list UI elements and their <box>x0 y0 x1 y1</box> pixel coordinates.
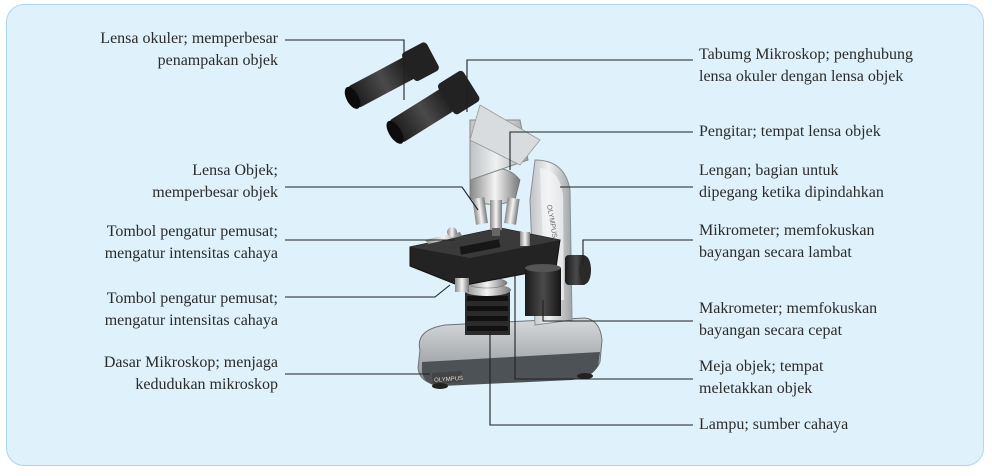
label-line: Tombol pengatur pemusat; <box>105 221 278 243</box>
leader-meja <box>515 270 693 379</box>
leader-tombol-2 <box>285 285 450 297</box>
leader-pengitar <box>510 132 693 170</box>
label-line: bayangan secara lambat <box>699 242 875 264</box>
label-line: dipegang ketika dipindahkan <box>699 182 884 204</box>
label-line: penampakan objek <box>100 50 278 72</box>
label-line: Meja objek; tempat <box>699 356 823 378</box>
label-line: Dasar Mikroskop; menjaga <box>104 352 278 374</box>
label-line: Lampu; sumber cahaya <box>699 414 848 436</box>
label-line: Tombol pengatur pemusat; <box>105 288 278 310</box>
label-lampu: Lampu; sumber cahaya <box>699 414 848 436</box>
label-makrometer: Makrometer; memfokuskan bayangan secara … <box>699 298 877 342</box>
label-line: Lensa Objek; <box>152 160 278 182</box>
label-line: Tabumg Mikroskop; penghubung <box>699 44 913 66</box>
label-line: Mikrometer; memfokuskan <box>699 220 875 242</box>
label-tabung-mikroskop: Tabumg Mikroskop; penghubung lensa okule… <box>699 44 913 88</box>
label-mikrometer: Mikrometer; memfokuskan bayangan secara … <box>699 220 875 264</box>
label-tombol-pengatur-1: Tombol pengatur pemusat; mengatur intens… <box>105 221 278 265</box>
label-pengitar: Pengitar; tempat lensa objek <box>699 121 881 143</box>
label-line: meletakkan objek <box>699 378 823 400</box>
label-line: lensa okuler dengan lensa objek <box>699 66 913 88</box>
leader-mikrometer <box>583 240 693 265</box>
label-dasar-mikroskop: Dasar Mikroskop; menjaga kedudukan mikro… <box>104 352 278 396</box>
label-lensa-okuler: Lensa okuler; memperbesar penampakan obj… <box>100 28 278 72</box>
label-line: mengatur intensitas cahaya <box>105 243 278 265</box>
label-line: kedudukan mikroskop <box>104 374 278 396</box>
label-line: memperbesar objek <box>152 182 278 204</box>
leader-tabung <box>467 60 693 112</box>
label-line: bayangan secara cepat <box>699 320 877 342</box>
label-lengan: Lengan; bagian untuk dipegang ketika dip… <box>699 160 884 204</box>
label-line: Lengan; bagian untuk <box>699 160 884 182</box>
leader-lensa-okuler <box>285 40 404 100</box>
label-line: Lensa okuler; memperbesar <box>100 28 278 50</box>
label-line: Makrometer; memfokuskan <box>699 298 877 320</box>
label-line: Pengitar; tempat lensa objek <box>699 121 881 143</box>
label-lensa-objek: Lensa Objek; memperbesar objek <box>152 160 278 204</box>
label-line: mengatur intensitas cahaya <box>105 310 278 332</box>
leader-makrometer <box>543 300 693 321</box>
leader-lensa-objek <box>285 187 478 210</box>
label-tombol-pengatur-2: Tombol pengatur pemusat; mengatur intens… <box>105 288 278 332</box>
label-meja-objek: Meja objek; tempat meletakkan objek <box>699 356 823 400</box>
